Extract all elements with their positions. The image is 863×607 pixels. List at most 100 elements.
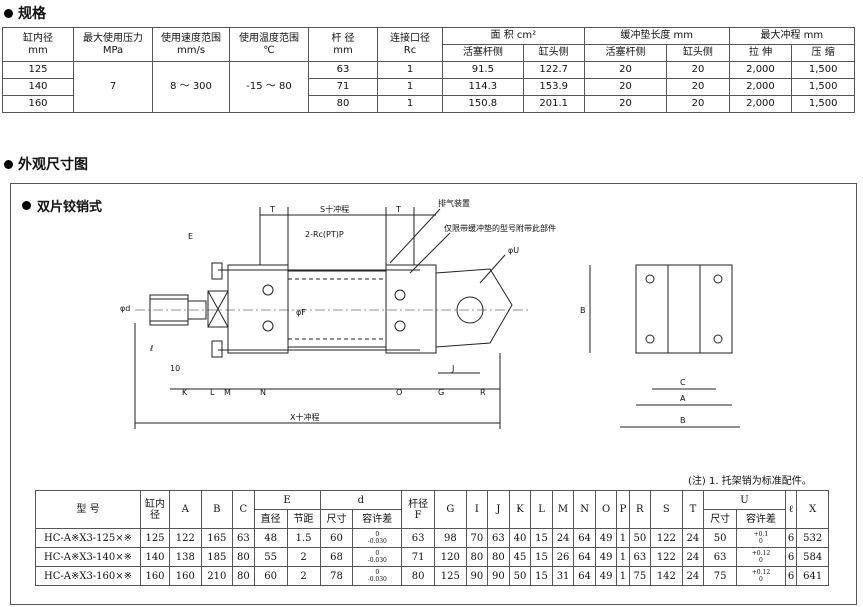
dim-cell-e2: 2 <box>286 566 321 586</box>
dim-cell-e2: 2 <box>286 547 321 567</box>
tol-upper: +0.1 <box>753 531 769 538</box>
dim-cell-s: 122 <box>650 528 683 548</box>
dim-cell-bore: 125 <box>140 528 170 548</box>
tol-lower: -0.030 <box>367 557 387 564</box>
piston-rod <box>187 300 207 320</box>
dim-cell-k: 45 <box>508 547 532 567</box>
label-phi-f: φF <box>296 308 306 317</box>
hdr-area-head: 缸头侧 <box>522 44 585 62</box>
spec-cell-port: 1 <box>377 78 443 96</box>
dim-cell-g: 125 <box>434 566 467 586</box>
hdr-e-dia: 直径 <box>253 509 288 529</box>
hdr-s: S <box>650 490 683 529</box>
dim-cell-model: HC-A※X3-140×※ <box>35 547 141 567</box>
rear-cover <box>385 264 437 354</box>
outline-section-title: 外观尺寸图 <box>4 154 88 174</box>
hdr-area: 面 积 cm² <box>442 27 585 45</box>
hdr-u-tol: 容许差 <box>736 509 786 529</box>
label-x-stroke: X十冲程 <box>290 412 319 422</box>
spec-cell-bore: 140 <box>2 78 74 96</box>
port-front <box>262 284 274 296</box>
hdr-cushion: 缓冲垫长度 mm <box>583 27 730 45</box>
dim-cell-p: 1 <box>616 566 630 586</box>
spec-cell-bore: 125 <box>2 61 74 79</box>
bullet-icon <box>22 201 31 210</box>
label-c: C <box>680 378 686 387</box>
dim-cell-l: 15 <box>530 547 553 567</box>
label-vent: 排气装置 <box>438 198 470 208</box>
dim-cell-i: 80 <box>465 547 489 567</box>
dim-cell-m: 31 <box>551 566 575 586</box>
dim-cell-b: 210 <box>200 566 234 586</box>
hdr-m: M <box>551 490 575 529</box>
hdr-cushion-piston: 活塞杆侧 <box>583 44 668 62</box>
hdr-d: d <box>319 490 403 510</box>
dim-cell-e1: 60 <box>253 566 288 586</box>
d-tolerance: 0-0.030 <box>352 528 403 548</box>
spec-cell-c1: 20 <box>583 78 668 96</box>
dim-cell-c: 80 <box>232 547 255 567</box>
dim-cell-r: 75 <box>628 566 652 586</box>
dim-cell-o: 49 <box>594 528 618 548</box>
spec-cell-c2: 20 <box>666 95 730 113</box>
dim-cell-u: 50 <box>703 528 738 548</box>
dim-cell-i: 70 <box>465 528 489 548</box>
label-g: G <box>438 388 444 397</box>
hdr-area-piston: 活塞杆侧 <box>442 44 524 62</box>
spec-cell-s1: 2,000 <box>728 95 793 113</box>
dim-cell-d: 78 <box>319 566 354 586</box>
label-s-stroke: S十冲程 <box>320 204 349 214</box>
dim-cell-x: 532 <box>796 528 829 548</box>
dim-cell-o: 49 <box>594 566 618 586</box>
hdr-k: K <box>508 490 532 529</box>
label-ell: ℓ <box>149 344 153 353</box>
label-b-bottom: B <box>680 416 686 425</box>
dim-cell-x: 584 <box>796 547 829 567</box>
dim-cell-t: 24 <box>681 547 705 567</box>
spec-cell-a1: 150.8 <box>442 95 524 113</box>
outline-title: 外观尺寸图 <box>18 157 88 173</box>
dim-cell-c: 63 <box>232 528 255 548</box>
tol-lower: 0 <box>759 576 763 583</box>
dim-cell-a: 160 <box>169 566 202 586</box>
tol-lower: -0.030 <box>367 538 387 545</box>
clevis <box>435 268 513 348</box>
dim-cell-a: 122 <box>169 528 202 548</box>
label-o: O <box>396 388 402 397</box>
dim-cell-d: 68 <box>319 547 354 567</box>
style-title: 双片铰销式 <box>22 196 102 215</box>
hdr-stroke-extend: 拉 伸 <box>728 44 793 62</box>
hdr-i: I <box>465 490 489 529</box>
tol-upper: 0 <box>375 531 380 538</box>
bullet-icon <box>4 8 13 18</box>
hdr-p: P <box>616 490 630 529</box>
d-tolerance: 0-0.030 <box>352 566 403 586</box>
dim-cell-j: 63 <box>487 528 510 548</box>
dim-cell-d: 60 <box>319 528 354 548</box>
label-k: K <box>182 388 188 397</box>
spec-cell-a2: 122.7 <box>522 61 585 79</box>
dim-cell-f: 63 <box>401 528 436 548</box>
dim-cell-ell: 6 <box>784 528 798 548</box>
label-b-side: B <box>580 306 586 315</box>
spec-cell-c2: 20 <box>666 78 730 96</box>
dim-cell-k: 50 <box>508 566 532 586</box>
hdr-stroke-compress: 压 缩 <box>791 44 855 62</box>
hdr-a: A <box>169 490 202 529</box>
dim-cell-k: 40 <box>508 528 532 548</box>
spec-cell-a2: 153.9 <box>522 78 585 96</box>
dim-cell-f: 80 <box>401 566 436 586</box>
dim-cell-e1: 55 <box>253 547 288 567</box>
spec-cell-port: 1 <box>377 61 443 79</box>
dim-cell-o: 49 <box>594 547 618 567</box>
hdr-stroke: 最大冲程 mm <box>728 27 856 45</box>
